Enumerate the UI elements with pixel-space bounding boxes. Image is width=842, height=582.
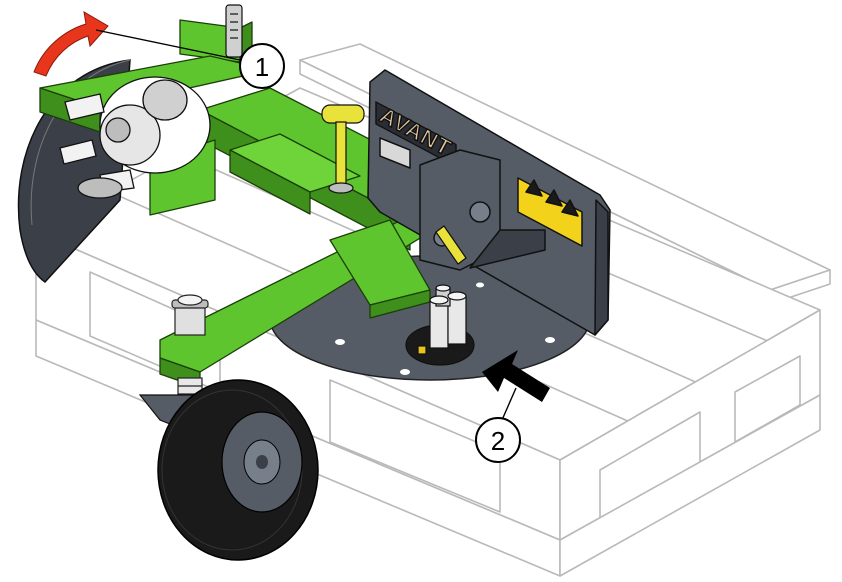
rotation-arrow-icon — [33, 11, 109, 77]
callout-1-label: 1 — [255, 52, 269, 82]
support-wheel — [138, 379, 319, 561]
callout-1-leader — [95, 29, 241, 61]
locking-pin — [321, 104, 365, 194]
callout-2-label: 2 — [491, 426, 505, 456]
warning-label-icon — [517, 177, 583, 247]
callout-2: 2 — [475, 387, 521, 463]
callout-2-circle — [475, 417, 521, 463]
blade-hub — [59, 76, 211, 199]
callout-1-circle — [239, 43, 285, 89]
callout-1: 1 — [95, 29, 285, 89]
mounting-plate: AVANT — [367, 69, 611, 336]
push-arrow-icon — [482, 350, 550, 402]
lever — [435, 225, 467, 265]
callout-2-leader — [501, 387, 517, 421]
depth-indicator — [225, 4, 243, 58]
hydraulic-motor — [405, 284, 475, 366]
